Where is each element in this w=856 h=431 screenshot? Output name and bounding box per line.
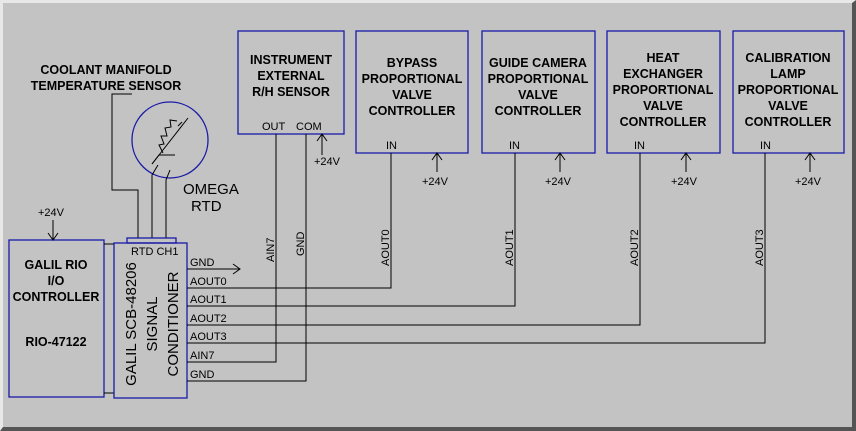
calibration-lamp-controller-box: [732, 30, 845, 154]
guide-camera-line-2: PROPORTIONAL: [488, 72, 589, 86]
heat-exchanger-in-label: IN: [634, 140, 645, 152]
instrument-sensor-box: [237, 30, 345, 135]
instrument-sensor-line-1: INSTRUMENT: [250, 53, 332, 67]
pin-gnd-top: GND: [190, 257, 215, 269]
rtd-channel-label: RTD CH1: [131, 246, 178, 258]
signal-conditioner-box: [113, 242, 188, 399]
galil-rio-title-line-1: GALIL RIO: [25, 258, 88, 272]
instrument-sensor-line-2: EXTERNAL: [257, 69, 325, 83]
wire-label-aout1: AOUT1: [504, 229, 516, 266]
calibration-lamp-line-3: PROPORTIONAL: [738, 83, 839, 97]
heat-exchanger-line-2: EXCHANGER: [623, 67, 703, 81]
instrument-out-label: OUT: [262, 121, 286, 133]
rtd-lead-1: [111, 93, 139, 238]
wire-aout2: [187, 153, 641, 326]
pin-ain7: AIN7: [190, 350, 214, 362]
wire-label-aout3: AOUT3: [754, 229, 766, 266]
thermistor-symbol: [151, 117, 189, 165]
galil-rio-title-line-2: I/O: [48, 274, 65, 288]
guide-camera-controller-box: [481, 30, 596, 154]
supply-arrow-instrument: [316, 133, 328, 155]
omega-label: OMEGA: [183, 181, 239, 198]
galil-rio-box: [8, 239, 105, 398]
supply-arrow-galil-rio: [47, 220, 59, 241]
wire-label-gnd: GND: [295, 232, 307, 257]
wire-gnd-bottom: [187, 134, 307, 382]
wire-label-aout0: AOUT0: [380, 229, 392, 266]
heat-exchanger-line-1: HEAT: [646, 51, 679, 65]
galil-rio-title-line-3: CONTROLLER: [13, 290, 100, 304]
calibration-lamp-line-2: LAMP: [770, 67, 805, 81]
guide-camera-line-3: VALVE: [518, 88, 558, 102]
pin-aout0: AOUT0: [190, 276, 227, 288]
bypass-line-4: CONTROLLER: [369, 104, 456, 118]
heat-exchanger-controller-box: [606, 30, 721, 154]
rtd-label: RTD: [191, 198, 222, 215]
supply-arrow-calibration-lamp: [804, 152, 816, 172]
calibration-lamp-line-5: CONTROLLER: [745, 115, 832, 129]
rtd-lead-3: [165, 169, 171, 238]
supply-arrow-guide-camera: [554, 152, 566, 172]
wire-aout3: [187, 153, 766, 344]
supply-arrow-bypass: [431, 152, 443, 172]
coolant-sensor-title-line-1: COOLANT MANIFOLD: [40, 63, 171, 77]
pin-aout3: AOUT3: [190, 331, 227, 343]
rtd-sensor-circle: [131, 101, 209, 179]
pin-aout2: AOUT2: [190, 313, 227, 325]
heat-exchanger-line-5: CONTROLLER: [620, 115, 707, 129]
supply-label-bypass: +24V: [422, 176, 449, 188]
wire-aout0: [187, 153, 392, 289]
wire-label-aout2: AOUT2: [629, 229, 641, 266]
calibration-lamp-line-4: VALVE: [768, 99, 808, 113]
supply-arrow-heat-exchanger: [680, 152, 692, 172]
supply-label-galil-rio: +24V: [38, 207, 65, 219]
supply-label-calibration-lamp: +24V: [795, 176, 822, 188]
wire-ain7: [187, 134, 277, 363]
bypass-in-label: IN: [386, 140, 397, 152]
instrument-com-label: COM: [296, 121, 322, 133]
supply-label-heat-exchanger: +24V: [671, 176, 698, 188]
galil-rio-model: RIO-47122: [25, 335, 86, 349]
wire-gnd-top: [187, 263, 241, 275]
bypass-line-1: BYPASS: [387, 56, 437, 70]
guide-camera-in-label: IN: [509, 140, 520, 152]
bypass-line-2: PROPORTIONAL: [362, 72, 463, 86]
wire-label-ain7: AIN7: [265, 238, 277, 262]
calibration-lamp-line-1: CALIBRATION: [745, 51, 830, 65]
pin-gnd-bottom: GND: [190, 369, 215, 381]
rtd-connector: [126, 237, 177, 244]
coolant-sensor-title-line-2: TEMPERATURE SENSOR: [31, 79, 181, 93]
calibration-lamp-in-label: IN: [760, 140, 771, 152]
wire-aout1: [187, 153, 516, 307]
instrument-sensor-line-3: R/H SENSOR: [252, 85, 330, 99]
supply-label-guide-camera: +24V: [545, 176, 572, 188]
pin-aout1: AOUT1: [190, 294, 227, 306]
conditioner-title-line-2: SIGNAL: [144, 296, 161, 351]
bypass-controller-box: [355, 30, 469, 154]
rtd-lead-2: [151, 164, 159, 238]
guide-camera-line-1: GUIDE CAMERA: [489, 56, 587, 70]
guide-camera-line-4: CONTROLLER: [495, 104, 582, 118]
conditioner-title-line-3: CONDITIONER: [165, 271, 182, 376]
heat-exchanger-line-4: VALVE: [643, 99, 683, 113]
supply-label-instrument: +24V: [314, 156, 341, 168]
bypass-line-3: VALVE: [392, 88, 432, 102]
conditioner-title-line-1: GALIL SCB-48206: [123, 262, 140, 386]
heat-exchanger-line-3: PROPORTIONAL: [613, 83, 714, 97]
